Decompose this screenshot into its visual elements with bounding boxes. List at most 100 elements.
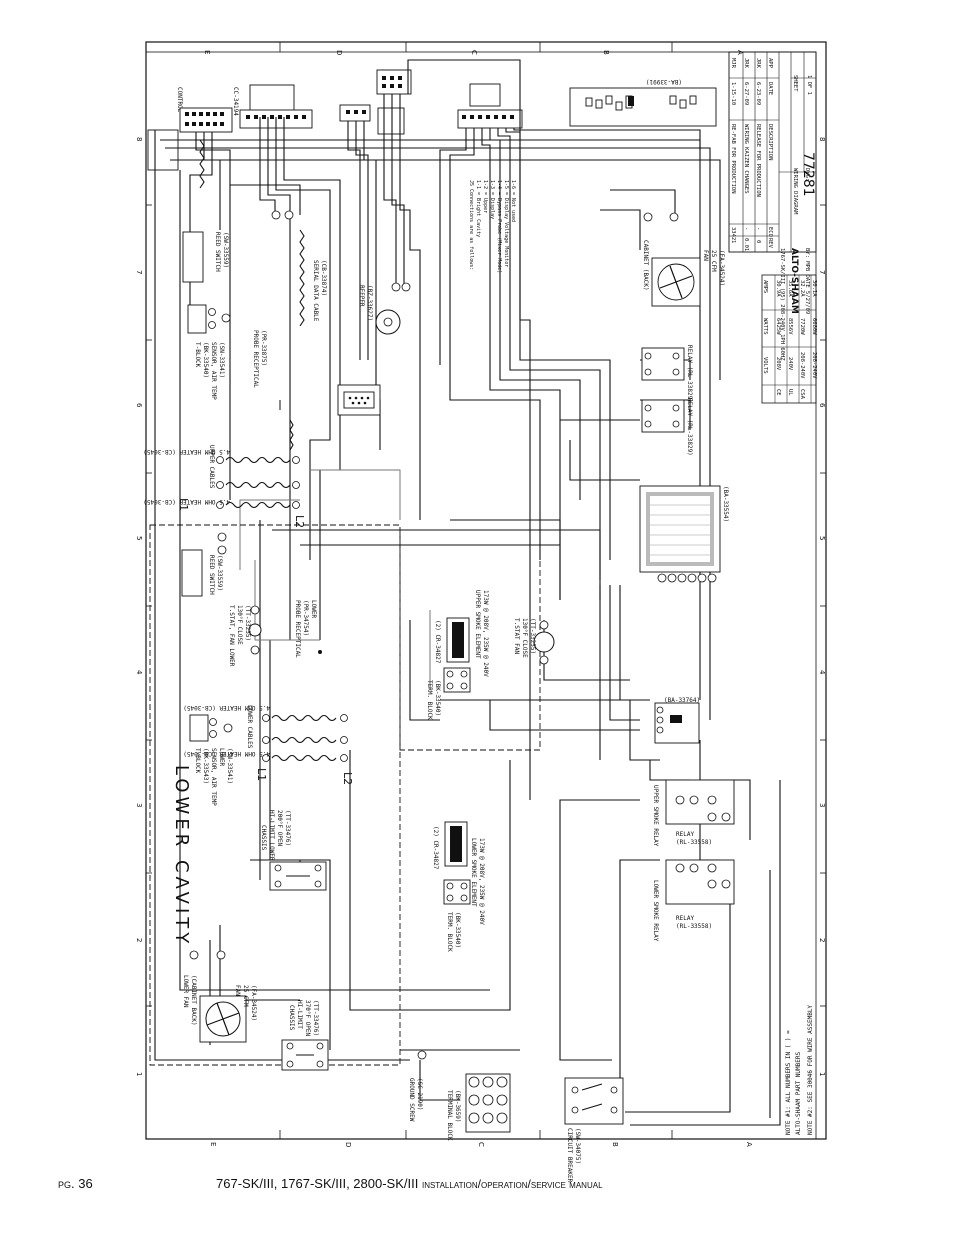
rev-row2-date: 6-27-09: [743, 82, 749, 105]
ratings-sub-csa: CSA: [799, 389, 805, 400]
fan-lower-cfm: 25 CFM: [242, 985, 249, 1007]
grid-letter-b-top: B: [602, 50, 610, 55]
ground-screw-label: GROUND SCREW: [408, 1078, 415, 1122]
grid-number-5-left: 5: [135, 536, 143, 540]
rev-header-app: APP: [767, 58, 773, 69]
rev-header-eco: ECO: [767, 227, 773, 237]
control-label: CONTROL: [176, 87, 183, 113]
sensor-upper-pn: (SN-33541): [218, 342, 225, 378]
lower-smoke-el-label: LOWER SMOKE ELEMENT: [470, 838, 477, 907]
upper-smoke-el-spec: 173W @ 208V, 235W @ 240V: [482, 590, 489, 677]
rev-header-rev: REV: [767, 238, 773, 249]
rev-header-date: DATE: [767, 82, 773, 95]
fan-upper-cfm: 25 CFM: [710, 250, 717, 272]
chassis-hi-limit-pn: (TT-33476): [312, 1000, 319, 1036]
sheet-label: SHEET: [792, 75, 798, 92]
lower-cr-label: (2) CR-34827: [432, 826, 439, 870]
rev-row2-eco: -: [743, 227, 749, 230]
grid-number-8-right: 8: [818, 137, 826, 141]
ratings-r1-amps: 30.9A: [775, 280, 781, 297]
notes: NOTE #1: ALL NUMBERS IN ( ) = ALTO-SHAAM…: [785, 1005, 814, 1135]
fan-upper-pn: (FA-34524): [718, 250, 725, 286]
ratings-r4-volts: 208-240V: [811, 352, 817, 379]
upper-smoke-element: (2) CR-34827 UPPER SMOKE ELEMENT 173W @ …: [426, 590, 489, 720]
fan-lower-label: FAN: [234, 985, 241, 996]
fan-upper: CABINET (BACK) FAN 25 CFM (FA-34524): [642, 212, 725, 307]
ratings-r3-amps: 32.2A: [799, 280, 805, 297]
rev-row2-desc: WIRING KAIZEN CHANGES: [743, 124, 749, 194]
chassis-hi-limit-lower-sub: HI-LIMIT LOWER: [268, 810, 275, 861]
probe-recep-lower-pn: (PR-34754): [302, 600, 309, 636]
lower-cables-label: LOWER CABLES: [246, 705, 253, 749]
ground-screw: GROUND SCREW (SC-2190): [408, 1050, 427, 1122]
rev-row1-eco: 3342: [730, 227, 736, 240]
grid-letters: E D C B A E D C B A: [203, 50, 753, 1147]
grid-letter-e-top: E: [203, 50, 211, 54]
lower-smoke-relay-label: LOWER SMOKE RELAY: [652, 880, 659, 942]
ratings-sub-ce: CE: [775, 389, 781, 396]
tstat-fan-lower-label: T.STAT, FAN LOWER: [228, 605, 235, 667]
grid-letter-a-top: A: [736, 50, 744, 55]
ratings-r4-amps: 30.1A: [811, 280, 817, 297]
ratings-header-watts: WATTS: [762, 318, 768, 335]
relay-upper-smoke-label: RELAY: [676, 831, 694, 838]
chassis-hi-limit-lower-temp: 200°F OPEN: [276, 810, 283, 847]
company-logo-text: ALTO-SHAAM: [789, 248, 799, 314]
tstat-fan-sub: 130°F CLOSE: [521, 618, 528, 658]
grid-number-4-right: 4: [818, 670, 826, 675]
ground-screw-pn: (SC-2190): [416, 1078, 423, 1111]
page-prefix: pg.: [58, 1176, 75, 1191]
power-board: (BA-33554): [639, 485, 729, 583]
ratings-r3-watts: 7720W: [799, 318, 805, 335]
lower-smoke-element: (2) CR-34827 LOWER SMOKE ELEMENT 173W @ …: [432, 821, 485, 952]
grid-number-1-left: 1: [135, 1072, 143, 1076]
reed-switch-lower-label: REED SWITCH: [208, 555, 215, 595]
j5-note-6: 1-6 = Not used: [510, 180, 516, 222]
chassis-hi-limit-lower-pn: (TT-33476): [284, 810, 291, 846]
tstat-fan-lower-pn: (TT-33255): [244, 605, 251, 641]
models-text: 767-SK/III, 1767-SK/III, 2800-SK/III: [216, 1176, 419, 1191]
page-number-value: 36: [78, 1176, 93, 1191]
manual-title-line: 767-SK/III, 1767-SK/III, 2800-SK/III ins…: [216, 1176, 603, 1191]
tstat-fan-lower-sub: 130°F CLOSE: [236, 605, 243, 645]
upper-cr-label: (2) CR-34827: [434, 620, 441, 664]
grid-number-6-right: 6: [818, 403, 826, 408]
heater-lower-1-label: 4.5 OHM HEATER (CB-3045): [183, 704, 270, 711]
fan-upper-label: FAN: [702, 250, 709, 261]
grid-number-3-left: 3: [135, 803, 143, 807]
rev-row3-rev: 0: [755, 240, 761, 243]
heater-upper-2-label: 4.5 OHM HEATER (CB-3045): [143, 498, 230, 505]
rev-row2-rev: 0.01: [743, 238, 749, 251]
j5-notes: J5 Connections are as follows: 1-1 = Bri…: [468, 180, 516, 273]
grid-number-7-left: 7: [135, 270, 143, 274]
sensor-lower-label: SENSOR, AIR TEMP: [210, 748, 217, 806]
cabinet-fan-label: CABINET (BACK): [642, 240, 649, 291]
t-block-upper: T-BLOCK (BK-33540) SENSOR, AIR TEMP (SN-…: [187, 304, 231, 400]
grid-number-2-left: 2: [135, 938, 143, 942]
wire-network: [154, 59, 781, 1126]
chassis-hi-limit-lower: CHASSIS HI-LIMIT LOWER 200°F OPEN (TT-33…: [260, 810, 327, 891]
relay-1-label: RELAY (RL-33829): [686, 345, 693, 403]
t-block-upper-pn: (BK-33540): [202, 342, 209, 378]
heater-lower-2-label: 4.5 OHM HEATER (CB-3045): [183, 750, 270, 757]
relay-1: RELAY (RL-33829): [641, 345, 693, 403]
terminal-block-pn: (BK-3659): [454, 1090, 461, 1123]
grid-letter-e-bottom: E: [209, 1142, 217, 1146]
lower-cavity-boundary: [149, 524, 401, 1066]
upper-smoke-relay: UPPER SMOKE RELAY RELAY (RL-33558): [652, 779, 735, 847]
grid-letter-c-top: C: [470, 50, 478, 55]
rev-row3-app: JRK: [755, 58, 761, 69]
grid-letter-d-top: D: [335, 50, 343, 55]
probe-recep-upper-label: PROBE RECEPTICAL: [252, 330, 259, 388]
lower-cavity-label: LOWER CAVITY: [171, 765, 192, 947]
l1-upper: L1: [177, 498, 190, 511]
grid-numbers: 1 2 3 4 5 6 7 8 1 2 3 4 5 6 7 8: [135, 137, 826, 1076]
j5-note-0: J5 Connections are as follows:: [468, 180, 474, 270]
term-block-lower-pn: (BK-33540): [454, 912, 461, 948]
ratings-r1-volts: 208V: [775, 357, 781, 371]
relay-lower-smoke-pn: (RL-33558): [676, 923, 712, 930]
term-block-upper-label: TERM. BLOCK: [426, 680, 433, 720]
sheet-value: 1 OF 1: [806, 75, 812, 95]
terminal-block-label: TERMINAL BLOCK: [446, 1090, 453, 1141]
circuit-breaker: CIRCUIT BREAKER (SW-34075): [564, 1077, 624, 1183]
